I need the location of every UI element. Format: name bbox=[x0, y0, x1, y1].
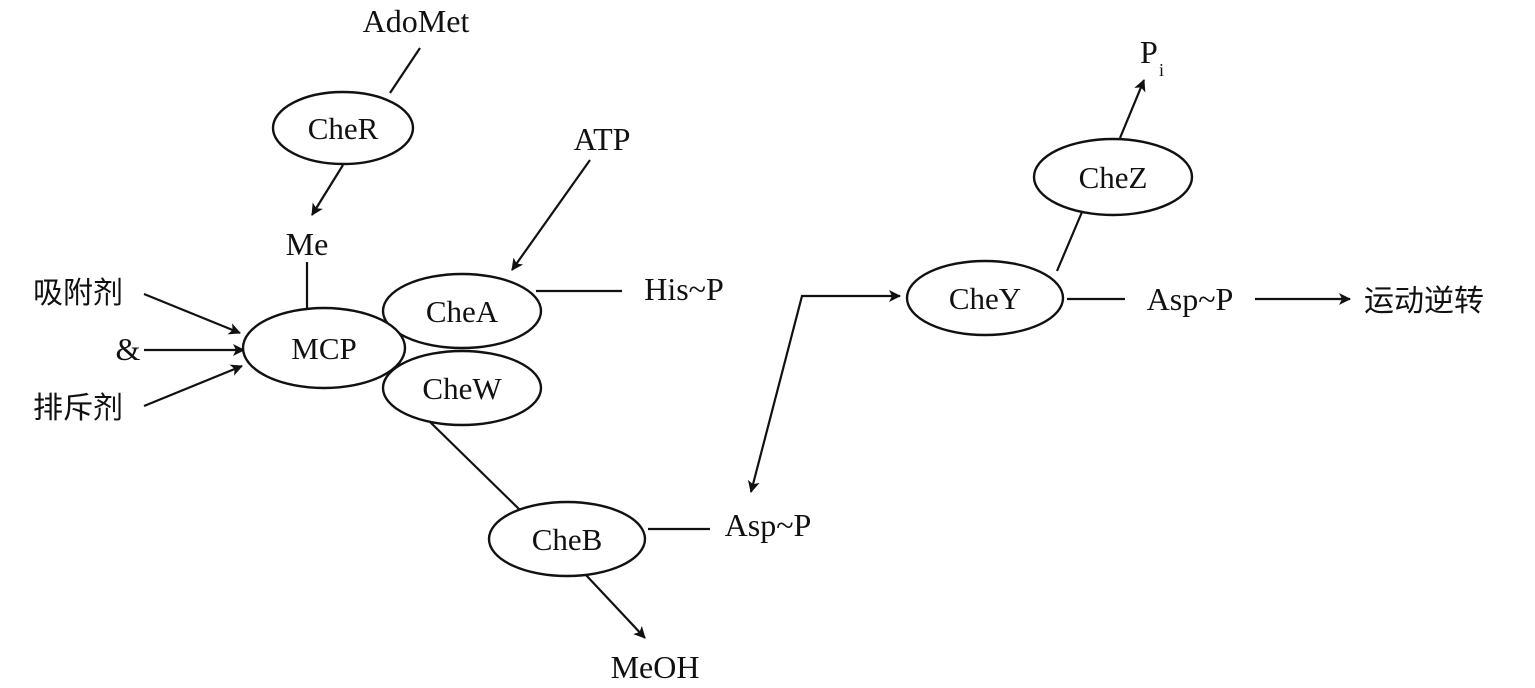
edge-chey-chez bbox=[1055, 211, 1084, 272]
pi-main-label: P bbox=[1140, 34, 1158, 70]
node-cher: CheR bbox=[271, 90, 415, 166]
node-chew: CheW bbox=[381, 349, 543, 427]
node-chew-label: CheW bbox=[422, 371, 502, 406]
edge-chew-cheb bbox=[427, 419, 521, 511]
node-chez-label: CheZ bbox=[1079, 160, 1148, 195]
node-mcp: MCP bbox=[241, 306, 407, 390]
node-cheb: CheB bbox=[487, 500, 647, 578]
pi-subscript-label: i bbox=[1159, 60, 1164, 80]
node-chey: CheY bbox=[905, 259, 1065, 337]
cheb-asp-p-label: Asp~P bbox=[725, 507, 812, 543]
node-chea-label: CheA bbox=[426, 294, 499, 329]
node-chez: CheZ bbox=[1032, 137, 1194, 217]
node-mcp-label: MCP bbox=[291, 331, 356, 366]
node-cher-label: CheR bbox=[308, 111, 379, 146]
meoh-label: MeOH bbox=[611, 649, 700, 685]
repellent-label: 排斥剂 bbox=[33, 391, 123, 426]
edge-cher-me bbox=[311, 164, 344, 216]
edge-repellent-mcp bbox=[143, 364, 243, 408]
me-label: Me bbox=[286, 226, 329, 262]
edge-chez-pi bbox=[1118, 79, 1146, 139]
edge-cheb-meoh bbox=[584, 573, 646, 639]
edge-adomet-cher bbox=[389, 47, 421, 94]
chey-asp-p-label: Asp~P bbox=[1147, 281, 1234, 317]
node-chey-label: CheY bbox=[949, 281, 1021, 316]
node-cheb-label: CheB bbox=[532, 522, 603, 557]
adomet-label: AdoMet bbox=[363, 3, 470, 39]
his-p-label: His~P bbox=[644, 271, 724, 307]
atp-label: ATP bbox=[574, 121, 631, 157]
edge-attractant-mcp bbox=[143, 292, 241, 335]
pi-label: P i bbox=[1140, 34, 1164, 80]
motion-reversal-label: 运动逆转 bbox=[1364, 284, 1484, 319]
attractant-label: 吸附剂 bbox=[33, 276, 123, 311]
ampersand-label: & bbox=[116, 331, 141, 367]
edge-asp-p-chey-bidirectional bbox=[747, 290, 901, 493]
edge-atp-chea bbox=[511, 159, 591, 271]
node-chea: CheA bbox=[381, 272, 543, 350]
